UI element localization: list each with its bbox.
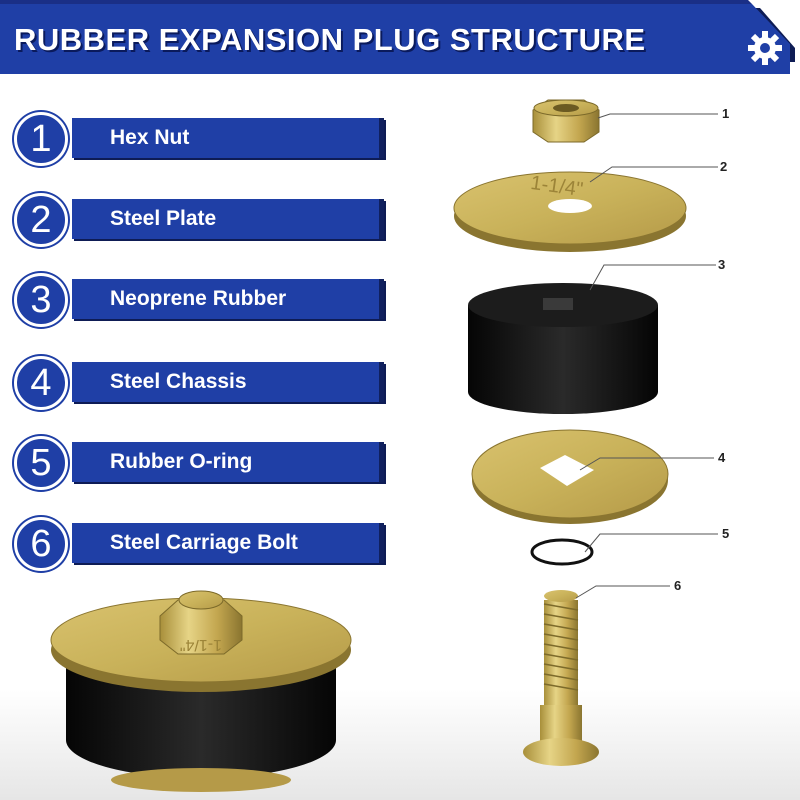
part-item-4: 4 Steel Chassis: [14, 356, 386, 410]
part-label: Steel Chassis: [110, 370, 247, 393]
hex-nut-illustration: [532, 99, 600, 143]
page-title: RUBBER EXPANSION PLUG STRUCTURE: [14, 22, 646, 57]
part-item-2: 2 Steel Plate: [14, 193, 386, 247]
part-label: Steel Carriage Bolt: [110, 531, 298, 554]
part-label: Steel Plate: [110, 207, 217, 230]
assembled-plate-marking: 1-1/4": [180, 636, 222, 653]
part-number: 1: [30, 118, 52, 160]
part-item-1: 1 Hex Nut: [14, 112, 386, 166]
steel-plate-illustration: [453, 171, 687, 252]
gear-icon: [748, 31, 782, 65]
part-number-badge: 4: [14, 356, 68, 410]
part-label-bar: Rubber O-ring: [72, 442, 384, 482]
part-number: 6: [30, 523, 52, 565]
part-label: Hex Nut: [110, 126, 190, 149]
part-number-badge: 3: [14, 273, 68, 327]
callout-number-6: 6: [674, 578, 681, 593]
part-label-bar: Neoprene Rubber: [72, 279, 384, 319]
part-item-5: 5 Rubber O-ring: [14, 436, 386, 490]
part-item-3: 3 Neoprene Rubber: [14, 273, 386, 327]
callout-number-2: 2: [720, 159, 727, 174]
part-number: 3: [30, 279, 52, 321]
part-number-badge: 2: [14, 193, 68, 247]
steel-chassis-illustration: [471, 429, 669, 524]
neoprene-rubber-illustration: [468, 283, 658, 414]
carriage-bolt-illustration: [523, 590, 599, 766]
part-label: Neoprene Rubber: [110, 287, 287, 310]
part-number-badge: 5: [14, 436, 68, 490]
part-label-bar: Hex Nut: [72, 118, 384, 158]
callout-leaders: [575, 113, 718, 599]
part-number-badge: 6: [14, 517, 68, 571]
o-ring-illustration: [530, 538, 594, 566]
part-label-bar: Steel Carriage Bolt: [72, 523, 384, 563]
header-banner: [0, 0, 795, 74]
part-label-bar: Steel Chassis: [72, 362, 384, 402]
part-number-badge: 1: [14, 112, 68, 166]
part-number: 2: [30, 199, 52, 241]
part-label: Rubber O-ring: [110, 450, 253, 473]
callout-number-1: 1: [722, 106, 729, 121]
part-item-6: 6 Steel Carriage Bolt: [14, 517, 386, 571]
assembled-plug-illustration: [50, 590, 352, 792]
part-number: 5: [30, 442, 52, 484]
callout-number-4: 4: [718, 450, 726, 465]
callout-number-3: 3: [718, 257, 725, 272]
part-number: 4: [30, 362, 52, 404]
callout-number-5: 5: [722, 526, 729, 541]
part-label-bar: Steel Plate: [72, 199, 384, 239]
